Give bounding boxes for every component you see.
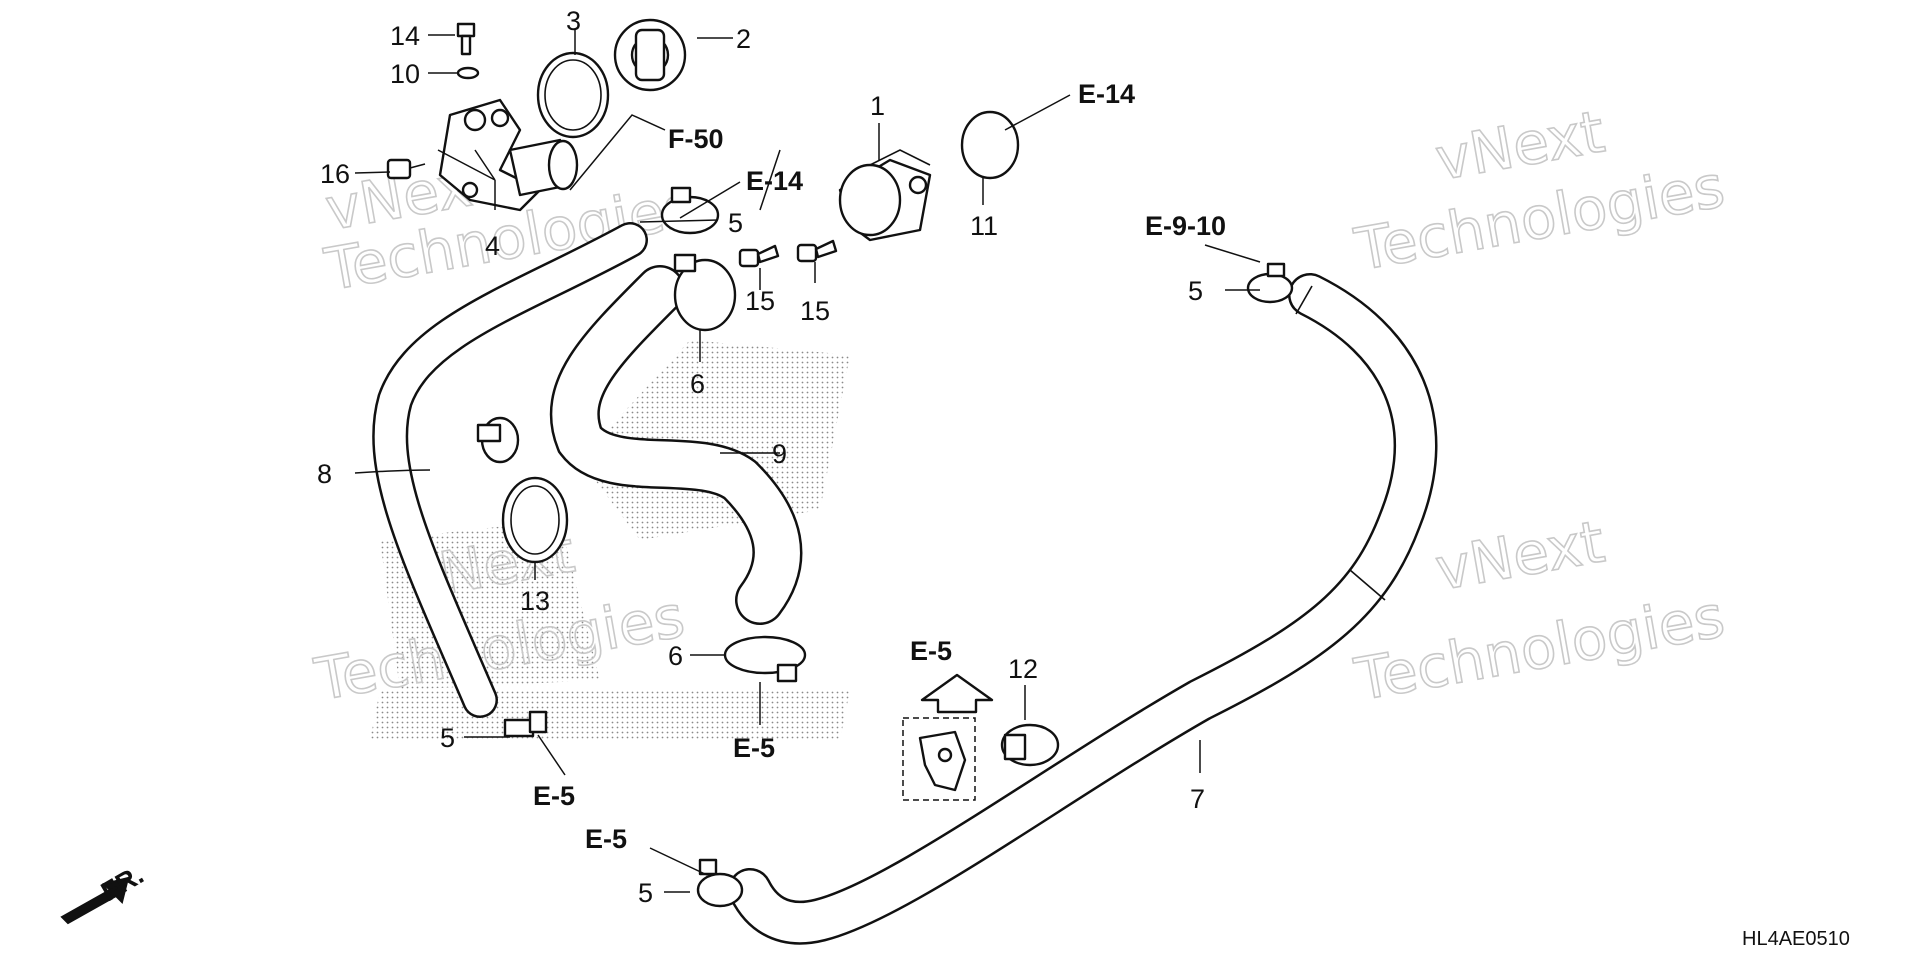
part-code: HL4AE0510	[1742, 928, 1850, 950]
callout-5c: 5	[440, 723, 455, 753]
callout-1: 1	[870, 91, 885, 121]
thermostat-housing-4	[438, 98, 579, 212]
ref-e5-box: E-5	[910, 636, 952, 666]
callout-3: 3	[566, 6, 581, 36]
callout-6b: 6	[668, 641, 683, 671]
leader-lines	[354, 30, 1261, 893]
callout-5a: 5	[728, 208, 743, 238]
bracket-detail-box	[902, 673, 994, 801]
svg-text:vNext: vNext	[1431, 507, 1610, 603]
ref-e14-top: E-14	[1078, 79, 1135, 109]
hose-clamp-5d	[696, 858, 744, 908]
o-ring-11	[960, 110, 1020, 180]
callout-5d: 5	[638, 878, 653, 908]
water-passage-1	[838, 149, 932, 242]
water-hose-8	[372, 222, 648, 718]
bolt-16	[386, 158, 426, 180]
gasket-3	[536, 51, 610, 139]
water-hose-7	[728, 273, 1438, 945]
ref-e910: E-9-10	[1145, 211, 1226, 241]
hose-clamp-6a	[673, 253, 737, 332]
callout-9: 9	[772, 439, 787, 469]
hose-clamp-13	[476, 416, 569, 564]
callout-12: 12	[1008, 654, 1038, 684]
thermostat-2	[613, 18, 687, 92]
svg-text:Technologies: Technologies	[1350, 582, 1730, 714]
callout-8: 8	[317, 459, 332, 489]
hose-clamp-5b	[1246, 262, 1294, 304]
callout-10: 10	[390, 59, 420, 89]
water-hose-9	[549, 265, 803, 625]
callout-6a: 6	[690, 369, 705, 399]
hose-clamp-5a	[660, 186, 720, 235]
hose-clamp-5c	[503, 710, 548, 738]
washer-10	[456, 66, 480, 80]
ref-e5-clamp6: E-5	[733, 733, 775, 763]
callout-13: 13	[520, 586, 550, 616]
hose-clamp-6b	[723, 635, 807, 683]
callout-7: 7	[1190, 784, 1205, 814]
callout-numbers: 14 10 16 3 2 1 11 4 5 5 5 5 6 6 7 8 9 12…	[317, 6, 1205, 908]
ref-e14-mid: E-14	[746, 166, 803, 196]
ref-e5-hose8: E-5	[533, 781, 575, 811]
callout-5b: 5	[1188, 276, 1203, 306]
bolt-15a	[738, 244, 780, 268]
callout-4: 4	[485, 231, 500, 261]
ref-f50: F-50	[668, 124, 724, 154]
callout-15b: 15	[800, 296, 830, 326]
callout-16: 16	[320, 159, 350, 189]
callout-15a: 15	[745, 286, 775, 316]
hose-clamp-12	[1000, 723, 1060, 767]
callout-14: 14	[390, 21, 420, 51]
bolt-15b	[796, 239, 838, 263]
bolt-14	[456, 22, 476, 56]
callout-11: 11	[970, 211, 998, 241]
ref-e5-hose7: E-5	[585, 824, 627, 854]
reference-labels: F-50 E-14 E-14 E-9-10 E-5 E-5 E-5 E-5	[533, 79, 1226, 854]
up-arrow-icon	[920, 673, 994, 714]
front-arrow-icon	[60, 876, 130, 925]
callout-2: 2	[736, 24, 751, 54]
